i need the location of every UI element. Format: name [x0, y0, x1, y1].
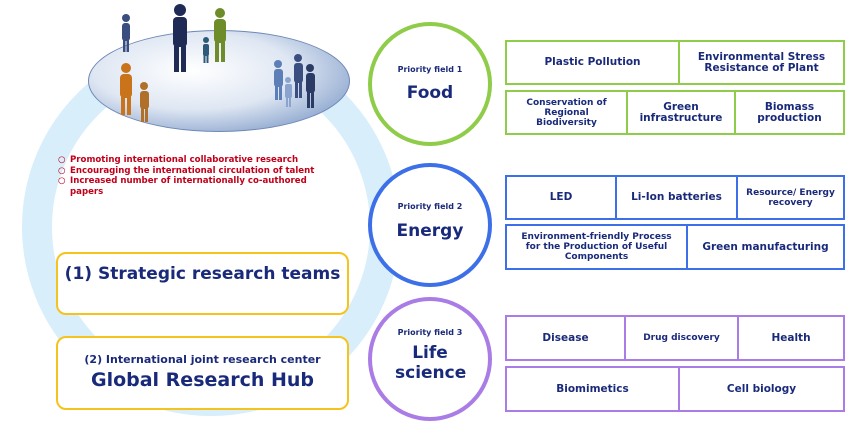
topic-label: Biomass production — [757, 100, 822, 124]
topic-label: Green infrastructure — [639, 100, 723, 124]
bullet-text: Promoting international collaborative re… — [70, 155, 299, 165]
topic-label: Drug discovery — [643, 333, 720, 343]
topic-label: Biomimetics — [556, 382, 629, 395]
topic-box: Conservation of Regional Biodiversity — [505, 90, 628, 135]
person-figure — [120, 63, 132, 115]
priority-field-label: Priority field 1 — [397, 65, 463, 74]
topic-label: Environment-friendly Process for the Pro… — [521, 232, 672, 262]
person-figure — [274, 60, 283, 100]
topic-box: Health — [737, 315, 845, 361]
topic-label: Disease — [542, 331, 589, 344]
person-figure — [173, 4, 187, 72]
topic-box: LED — [505, 175, 617, 220]
topic-label: Green manufacturing — [702, 240, 829, 253]
topic-box: Environment-friendly Process for the Pro… — [505, 224, 688, 270]
circle-bullet-icon: ○ — [58, 165, 66, 176]
global-research-hub-box: (2) International joint research center … — [56, 336, 349, 410]
person-figure — [140, 82, 149, 122]
topic-label: Conservation of Regional Biodiversity — [526, 97, 607, 128]
priority-field-energy-circle: Priority field 2 Energy — [368, 163, 492, 287]
topic-label: Resource/ Energy recovery — [746, 187, 835, 208]
topic-box: Biomimetics — [505, 366, 680, 412]
circle-bullet-icon: ○ — [58, 155, 66, 165]
topic-box: Green manufacturing — [686, 224, 845, 270]
topic-label: Health — [771, 331, 811, 344]
priority-field-label: Priority field 2 — [397, 202, 463, 211]
topic-label: Environmental Stress Resistance of Plant — [697, 50, 826, 74]
topic-box: Biomass production — [734, 90, 845, 135]
person-figure — [122, 14, 130, 52]
priority-field-food-circle: Priority field 1 Food — [368, 22, 492, 146]
topic-box: Li-Ion batteries — [615, 175, 738, 220]
person-figure — [214, 8, 226, 62]
topic-box: Plastic Pollution — [505, 40, 680, 85]
priority-field-name: Food — [406, 83, 454, 103]
list-item: ○ Promoting international collaborative r… — [58, 155, 343, 166]
outcomes-list: ○ Promoting international collaborative r… — [58, 155, 343, 197]
topic-box: Green infrastructure — [626, 90, 736, 135]
person-figure — [285, 77, 292, 107]
priority-field-label: Priority field 3 — [397, 328, 463, 337]
people-silhouettes-illustration — [120, 4, 315, 122]
person-figure — [306, 64, 315, 108]
topic-box: Disease — [505, 315, 626, 361]
person-figure — [203, 37, 209, 63]
person-figure — [294, 54, 303, 98]
topic-box: Environmental Stress Resistance of Plant — [678, 40, 845, 85]
circle-bullet-icon: ○ — [58, 176, 66, 186]
topic-box: Cell biology — [678, 366, 845, 412]
list-item: ○ Encouraging the international circulati… — [58, 166, 343, 177]
topic-label: Plastic Pollution — [544, 56, 641, 68]
priority-field-life-science-circle: Priority field 3 Life science — [368, 297, 492, 421]
priority-field-name: Life science — [395, 343, 467, 383]
topic-label: Li-Ion batteries — [631, 191, 722, 203]
topic-label: LED — [549, 191, 573, 203]
priority-field-name: Energy — [396, 221, 464, 241]
topic-label: Cell biology — [726, 382, 797, 395]
topic-box: Resource/ Energy recovery — [736, 175, 845, 220]
bullet-text: Encouraging the international circulatio… — [70, 165, 315, 176]
hub-box-title: Global Research Hub — [90, 369, 315, 391]
strategic-research-teams-box: (1) Strategic research teams — [56, 252, 349, 315]
bullet-text: Increased number of internationally co-a… — [70, 176, 307, 197]
list-item: ○ Increased number of internationally co-… — [58, 176, 343, 197]
teams-box-label: (1) Strategic research teams — [64, 264, 341, 284]
hub-box-subtitle: (2) International joint research center — [84, 353, 321, 366]
topic-box: Drug discovery — [624, 315, 739, 361]
